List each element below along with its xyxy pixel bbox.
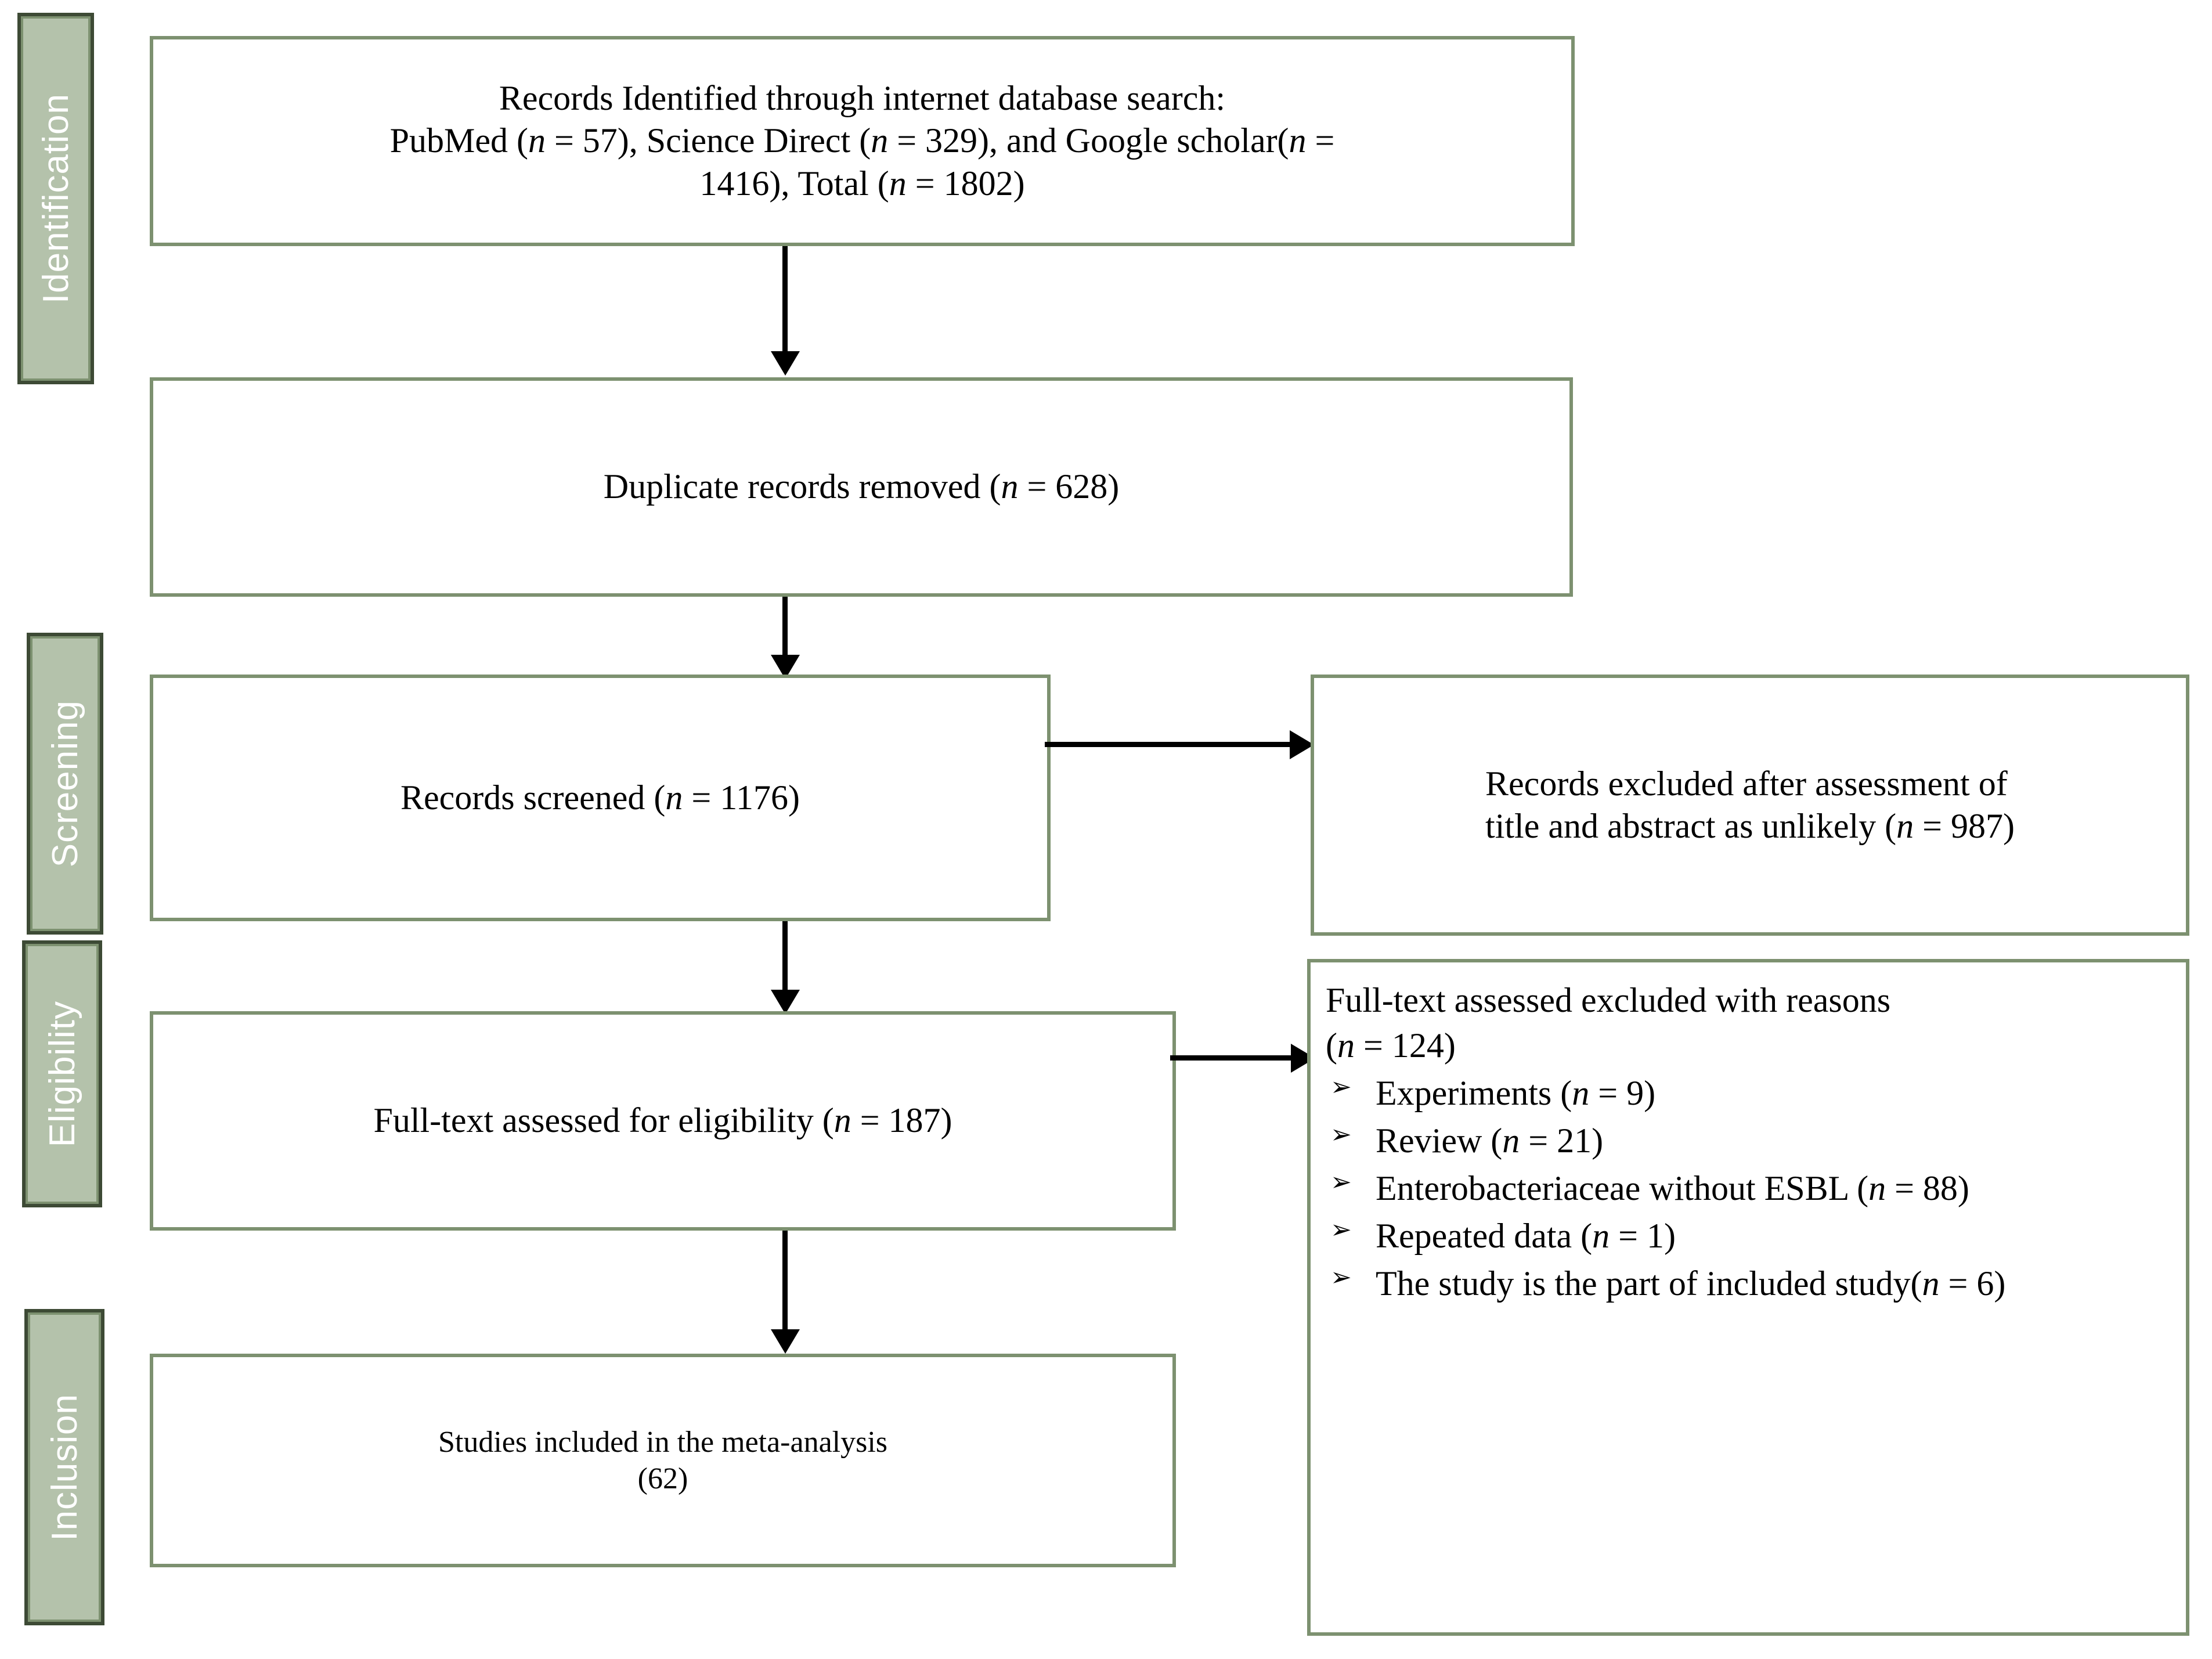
- reasons-content: Full-text assessed excluded with reasons…: [1311, 962, 2186, 1306]
- connector-duplicates-to-screened: [782, 597, 788, 666]
- italic-n: n: [1289, 121, 1307, 160]
- arrow-bullet-icon: ➢: [1330, 1167, 1352, 1197]
- stage-tab-inclusion: Inclusion: [24, 1309, 104, 1625]
- box-records-excluded: Records excluded after assessment of tit…: [1311, 675, 2189, 936]
- box-records-screened-text: Records screened (n = 1176): [385, 777, 815, 819]
- exclusion-reasons-list: ➢ Experiments (n = 9) ➢ Review (n = 21) …: [1326, 1070, 2173, 1306]
- connector-fulltext-to-excluded-reasons: [1170, 1055, 1296, 1061]
- italic-n: n: [1337, 1026, 1355, 1065]
- reasons-heading-line2-b: = 124): [1354, 1026, 1456, 1065]
- fulltext-a: Full-text assessed for eligibility (: [373, 1101, 834, 1140]
- connector-identified-to-duplicates: [782, 246, 788, 356]
- arrow-bullet-icon: ➢: [1330, 1263, 1352, 1292]
- reason-text-b: = 1): [1610, 1217, 1676, 1255]
- duplicates-b: = 628): [1018, 467, 1120, 506]
- arrowhead-identified-to-duplicates: [771, 351, 800, 376]
- stage-tab-identification: Identification: [17, 13, 94, 384]
- stage-tab-eligibility: Eligibility: [22, 940, 102, 1207]
- box-duplicates-removed-text: Duplicate records removed (n = 628): [589, 466, 1135, 508]
- screened-b: = 1176): [683, 778, 800, 817]
- stage-label-inclusion: Inclusion: [44, 1393, 85, 1541]
- box-studies-included-text: Studies included in the meta-analysis (6…: [423, 1424, 903, 1498]
- italic-n: n: [833, 1101, 851, 1140]
- screened-a: Records screened (: [400, 778, 666, 817]
- reason-text-b: = 9): [1589, 1074, 1656, 1112]
- italic-n: n: [1572, 1074, 1590, 1112]
- italic-n: n: [1502, 1121, 1520, 1160]
- fulltext-b: = 187): [851, 1101, 952, 1140]
- box-records-identified-text: Records Identified through internet data…: [375, 77, 1350, 205]
- list-item: ➢ The study is the part of included stud…: [1326, 1261, 2173, 1306]
- stage-label-identification: Identification: [35, 93, 76, 304]
- stage-tab-identification-face: Identification: [21, 16, 91, 381]
- duplicates-a: Duplicate records removed (: [603, 467, 1001, 506]
- italic-n: n: [1592, 1217, 1610, 1255]
- records-identified-line3-b: = 1802): [906, 164, 1025, 203]
- arrow-bullet-icon: ➢: [1330, 1072, 1352, 1102]
- box-records-identified: Records Identified through internet data…: [150, 36, 1575, 246]
- stage-tab-inclusion-face: Inclusion: [28, 1312, 101, 1622]
- list-item: ➢ Repeated data (n = 1): [1326, 1213, 2173, 1258]
- reason-text-b: = 88): [1886, 1169, 1969, 1207]
- records-identified-line1: Records Identified through internet data…: [499, 79, 1226, 118]
- records-identified-line3-a: 1416), Total (: [699, 164, 889, 203]
- box-studies-included: Studies included in the meta-analysis (6…: [150, 1354, 1176, 1567]
- excluded-line2-b: = 987): [1914, 807, 2015, 845]
- box-fulltext-assessed: Full-text assessed for eligibility (n = …: [150, 1011, 1176, 1231]
- box-fulltext-excluded-reasons: Full-text assessed excluded with reasons…: [1307, 959, 2189, 1636]
- records-identified-line2-c: = 329), and Google scholar(: [888, 121, 1289, 160]
- list-item: ➢ Enterobacteriaceae without ESBL (n = 8…: [1326, 1166, 2173, 1211]
- records-identified-line2-a: PubMed (: [389, 121, 528, 160]
- list-item: ➢ Experiments (n = 9): [1326, 1070, 2173, 1116]
- italic-n: n: [1001, 467, 1019, 506]
- reasons-heading-line1: Full-text assessed excluded with reasons: [1326, 981, 1891, 1019]
- arrow-bullet-icon: ➢: [1330, 1215, 1352, 1245]
- italic-n: n: [1922, 1264, 1940, 1303]
- stage-tab-screening-face: Screening: [30, 636, 100, 931]
- reason-text-a: Experiments (: [1376, 1074, 1572, 1112]
- arrowhead-fulltext-to-included: [771, 1329, 800, 1354]
- italic-n: n: [528, 121, 546, 160]
- italic-n: n: [665, 778, 683, 817]
- excluded-line2-a: title and abstract as unlikely (: [1485, 807, 1897, 845]
- reason-text-a: Enterobacteriaceae without ESBL (: [1376, 1169, 1869, 1207]
- arrowhead-screened-to-excluded: [1290, 730, 1314, 759]
- reasons-heading-line2-a: (: [1326, 1026, 1337, 1065]
- box-records-excluded-text: Records excluded after assessment of tit…: [1464, 763, 2036, 847]
- reasons-heading: Full-text assessed excluded with reasons…: [1326, 978, 2173, 1068]
- excluded-line1: Records excluded after assessment of: [1485, 764, 2008, 803]
- reason-text-a: Repeated data (: [1376, 1217, 1593, 1255]
- arrow-bullet-icon: ➢: [1330, 1120, 1352, 1149]
- italic-n: n: [1896, 807, 1914, 845]
- arrowhead-screened-to-fulltext: [771, 990, 800, 1014]
- connector-screened-to-excluded: [1045, 742, 1294, 747]
- italic-n: n: [871, 121, 889, 160]
- reason-text-b: = 6): [1939, 1264, 2006, 1303]
- stage-tab-screening: Screening: [27, 633, 103, 935]
- box-records-screened: Records screened (n = 1176): [150, 675, 1051, 921]
- included-line2: (62): [637, 1462, 688, 1495]
- stage-label-eligibility: Eligibility: [42, 1000, 82, 1148]
- box-duplicates-removed: Duplicate records removed (n = 628): [150, 377, 1573, 597]
- reason-text-b: = 21): [1520, 1121, 1604, 1160]
- connector-fulltext-to-included: [782, 1231, 788, 1335]
- connector-screened-to-fulltext: [782, 921, 788, 997]
- reason-text-a: Review (: [1376, 1121, 1503, 1160]
- stage-tab-eligibility-face: Eligibility: [26, 944, 99, 1204]
- italic-n: n: [1868, 1169, 1886, 1207]
- records-identified-line2-d: =: [1306, 121, 1335, 160]
- reason-text-a: The study is the part of included study(: [1376, 1264, 1922, 1303]
- list-item: ➢ Review (n = 21): [1326, 1118, 2173, 1163]
- stage-label-screening: Screening: [45, 699, 85, 868]
- box-fulltext-assessed-text: Full-text assessed for eligibility (n = …: [358, 1099, 967, 1142]
- italic-n: n: [889, 164, 907, 203]
- records-identified-line2-b: = 57), Science Direct (: [545, 121, 871, 160]
- included-line1: Studies included in the meta-analysis: [438, 1425, 888, 1459]
